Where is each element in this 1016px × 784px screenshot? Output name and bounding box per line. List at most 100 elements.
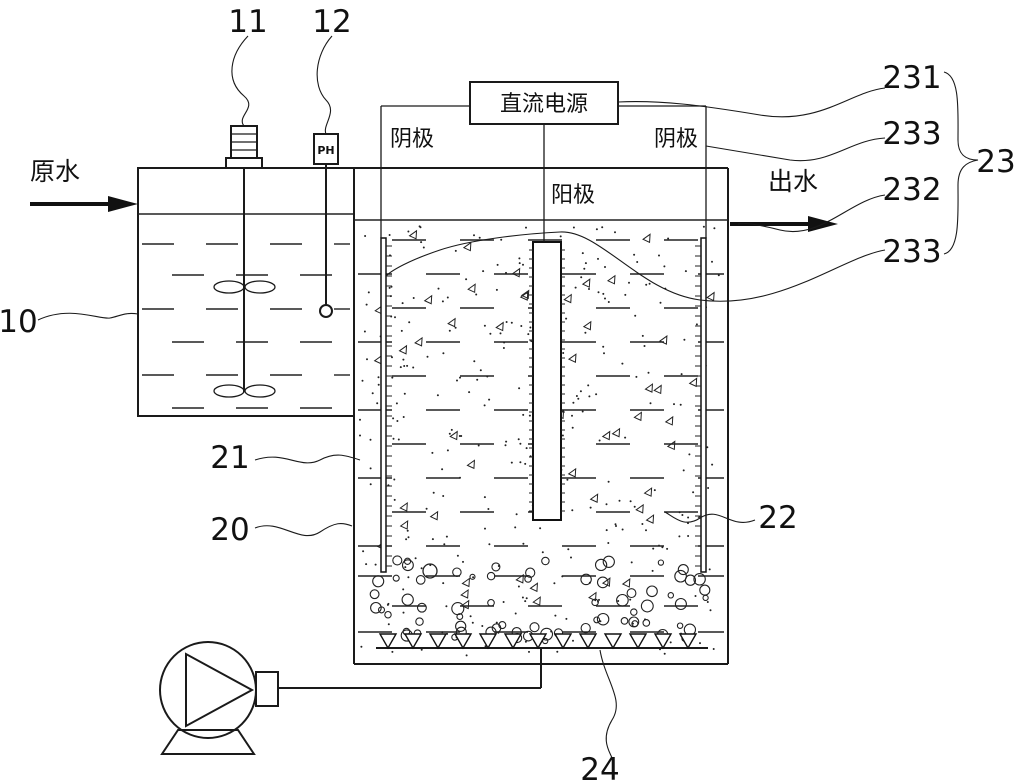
- particle-dot: [388, 286, 391, 289]
- particle-dot: [407, 536, 410, 539]
- particle-dot: [488, 543, 491, 546]
- floc-triangle: [621, 578, 631, 588]
- particle-dot: [649, 402, 652, 405]
- particle-dot: [708, 568, 711, 571]
- particle-dot: [397, 438, 400, 441]
- particle-dot: [518, 262, 521, 265]
- bubble: [620, 617, 629, 625]
- particle-dot: [673, 403, 675, 406]
- bubble: [392, 555, 403, 566]
- particle-dot: [684, 270, 687, 273]
- particle-dot: [473, 234, 475, 237]
- particle-dot: [362, 550, 365, 553]
- particle-dot: [475, 293, 478, 296]
- floc-triangle: [658, 335, 668, 345]
- particle-dot: [394, 316, 396, 319]
- particle-dot: [709, 609, 712, 612]
- particle-dot: [588, 395, 591, 398]
- particle-dot: [478, 236, 481, 239]
- particle-dot: [387, 623, 390, 626]
- particle-dot: [391, 376, 394, 379]
- floc-triangle: [601, 430, 611, 441]
- bubble: [491, 562, 501, 572]
- bubble: [369, 589, 380, 600]
- particle-dot: [465, 278, 468, 281]
- particle-dot: [565, 317, 568, 320]
- particle-dot: [561, 434, 564, 437]
- floc-triangle: [642, 233, 651, 244]
- bubble: [630, 608, 638, 616]
- particle-dot: [403, 392, 406, 395]
- particle-dot: [393, 478, 396, 481]
- aerator-nozzle: [403, 633, 423, 650]
- particle-dot: [595, 228, 598, 231]
- particle-dot: [577, 397, 580, 400]
- particle-dot: [614, 231, 616, 234]
- particle-dot: [432, 491, 435, 494]
- particle-dot: [648, 282, 651, 285]
- air-pump: [159, 641, 542, 755]
- particle-dot: [361, 379, 364, 382]
- particle-dot: [658, 544, 660, 547]
- particle-dot: [633, 253, 636, 256]
- particle-dot: [517, 438, 520, 441]
- particle-dot: [376, 402, 379, 405]
- particle-dot: [641, 523, 644, 525]
- particle-dot: [473, 360, 476, 363]
- bubble: [524, 575, 532, 583]
- particle-dot: [581, 252, 584, 255]
- particle-dot: [459, 476, 461, 479]
- adjustment-tank-10: [137, 167, 355, 417]
- particle-dot: [505, 321, 508, 323]
- floc-triangle: [666, 440, 676, 451]
- particle-dot: [425, 507, 428, 510]
- bubble: [452, 567, 462, 577]
- particle-dot: [680, 373, 683, 376]
- particle-dot: [472, 576, 475, 579]
- floc-triangle: [399, 502, 408, 512]
- particle-dot: [529, 326, 532, 329]
- floc-triangle: [563, 293, 572, 304]
- particle-dot: [360, 645, 363, 648]
- floc-triangle: [462, 241, 472, 252]
- floc-triangle: [511, 267, 521, 278]
- particle-dot: [454, 249, 457, 252]
- particle-dot: [634, 314, 637, 317]
- particle-dot: [524, 640, 527, 643]
- particle-dot: [571, 426, 574, 429]
- ref-231: 231: [882, 60, 941, 96]
- particle-dot: [663, 265, 666, 268]
- floc-triangle: [644, 383, 654, 393]
- particle-dot: [431, 451, 434, 454]
- particle-dot: [601, 226, 604, 229]
- particle-dot: [374, 563, 377, 566]
- aerator-nozzle: [478, 633, 498, 650]
- floc-triangle: [567, 467, 577, 478]
- particle-dot: [572, 639, 574, 642]
- bubble: [415, 575, 426, 585]
- particle-dot: [524, 462, 527, 465]
- particle-dot: [366, 358, 368, 361]
- floc-triangle: [645, 514, 655, 524]
- particle-dot: [442, 352, 445, 355]
- bubble: [593, 616, 601, 624]
- particle-dot: [442, 582, 445, 585]
- ref-232: 232: [882, 172, 941, 208]
- particle-dot: [602, 292, 605, 295]
- outlet-water-label: 出水: [768, 167, 818, 196]
- particle-dot: [499, 332, 502, 335]
- particle-dot: [454, 326, 457, 329]
- particle-dot: [663, 652, 666, 655]
- bubble: [676, 622, 684, 629]
- bubble: [416, 602, 427, 613]
- particle-dot: [567, 548, 570, 551]
- floc-triangle: [447, 317, 456, 328]
- bubble: [594, 558, 608, 572]
- particle-dot: [579, 390, 582, 393]
- particle-dot: [571, 414, 573, 417]
- particle-dot: [367, 291, 370, 294]
- particle-dot: [624, 293, 627, 296]
- particle-dot: [699, 642, 701, 645]
- particle-dot: [687, 516, 690, 519]
- particle-dot: [483, 496, 486, 499]
